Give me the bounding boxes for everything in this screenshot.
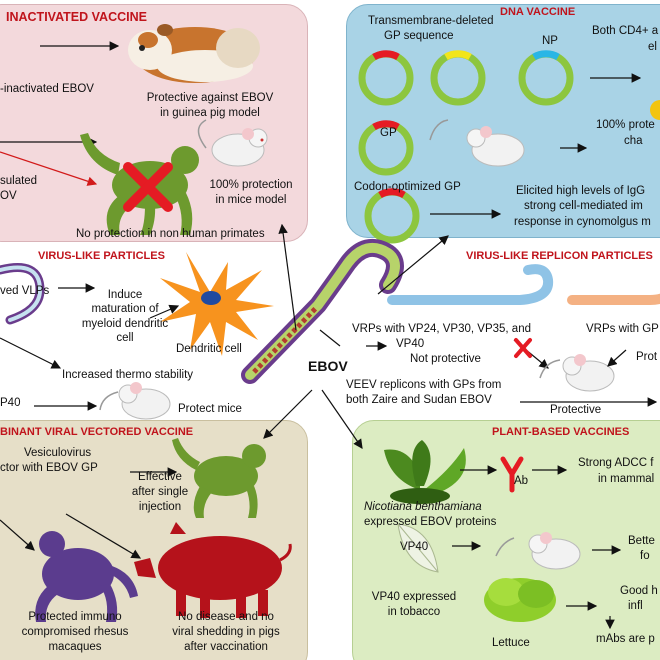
codon-optimized-label: Codon-optimized GP (354, 181, 461, 193)
encapsulated-label-1: sulated (0, 175, 38, 187)
nicotiana-plant-icon (384, 440, 466, 504)
protective-label: Protective (550, 404, 602, 416)
np-label: NP (542, 35, 558, 47)
dna-result-3a: Elicited high levels of IgG (516, 185, 646, 197)
tobacco-line1: VP40 expressed (371, 591, 457, 603)
dna-result-2a: 100% prote (596, 119, 655, 131)
vp40-label: P40 (0, 397, 21, 409)
dna-result-2b: cha (624, 135, 643, 147)
guinea-pig-result-line1: Protective against EBOV (146, 92, 274, 104)
dna-result-3b: strong cell-mediated im (524, 200, 643, 212)
encapsulated-label-2: OV (0, 190, 17, 202)
effective-line2: after single (131, 486, 189, 498)
thermo-stability-label: Increased thermo stability (62, 369, 194, 381)
antibody-icon (500, 456, 524, 493)
ebov-label: EBOV (308, 358, 348, 374)
not-protective-label: Not protective (410, 353, 481, 365)
leaf-vp40-label: VP40 (400, 541, 429, 553)
guinea-pig-result-line2: in guinea pig model (160, 107, 260, 119)
vrp-title: VIRUS-LIKE REPLICON PARTICLES (466, 250, 653, 262)
dna-vaccine-panel (346, 4, 660, 238)
ebov-virion-icon (241, 238, 404, 384)
dna-result-1b: el (648, 41, 657, 53)
vlp-effect-line4: cell (116, 332, 134, 344)
dna-result-1a: Both CD4+ a (592, 25, 659, 37)
viral-vector-title: BINANT VIRAL VECTORED VACCINE (0, 426, 194, 438)
red-x-icon (514, 338, 532, 358)
better-line2: fo (640, 550, 650, 562)
good-line2: infl (628, 600, 643, 612)
tm-deleted-line2: GP sequence (384, 30, 454, 42)
plasmid-icon (358, 50, 574, 244)
pig-icon (134, 522, 292, 618)
adcc-line1: Strong ADCC f (578, 457, 654, 469)
dna-vaccine-title: DNA VACCINE (500, 6, 576, 18)
veev-line2: both Zaire and Sudan EBOV (346, 394, 492, 406)
macaque-result-line1: Protected immuno (28, 611, 122, 623)
adcc-line2: in mammal (598, 473, 655, 485)
effective-line1: Effective (138, 471, 182, 483)
tobacco-line2: in tobacco (387, 606, 441, 618)
guinea-pig-icon (128, 24, 260, 83)
mouse-icon (197, 119, 268, 167)
effective-line3: injection (138, 501, 182, 513)
vlp-effect-line2: maturation of (91, 303, 159, 315)
gp-label: GP (380, 127, 397, 139)
vrp-gp-result: Prot (636, 351, 658, 363)
protect-mice-label: Protect mice (178, 403, 242, 415)
vrp-particle-icon (387, 264, 660, 305)
mice-result-line1: 100% protection (209, 179, 293, 191)
green-monkey-icon (172, 438, 266, 518)
nicotiana-expressed-label: expressed EBOV proteins (364, 516, 497, 528)
mouse-icon (539, 354, 615, 392)
pig-result-line1: No disease and no (178, 611, 274, 623)
vsv-line1: Vesiculovirus (24, 447, 92, 459)
pig-result-line2: viral shedding in pigs (172, 626, 280, 638)
mouse-icon (495, 532, 581, 570)
vlp-effect-line1: Induce (107, 289, 143, 301)
macaque-result-line3: macaques (48, 641, 102, 653)
vrp-gp-label: VRPs with GP (586, 323, 659, 335)
lettuce-label: Lettuce (492, 637, 530, 649)
inactivated-vaccine-title: INACTIVATED VACCINE (6, 10, 147, 24)
tm-deleted-line1: Transmembrane-deleted (368, 15, 494, 27)
red-x-icon (123, 162, 173, 212)
nicotiana-label: Nicotiana benthamiana (364, 501, 482, 513)
vrp-set1-line1: VRPs with VP24, VP30, VP35, and (352, 323, 531, 335)
inactivated-ebov-label: -inactivated EBOV (0, 83, 94, 95)
macaque-result-line2: compromised rhesus (21, 626, 129, 638)
dna-result-3c: response in cynomolgus m (514, 216, 651, 228)
vlp-label: ved VLPs (0, 285, 50, 297)
pig-result-line3: after vaccination (184, 641, 268, 653)
mouse-icon (429, 119, 525, 167)
vlp-title: VIRUS-LIKE PARTICLES (38, 250, 165, 262)
mabs-label: mAbs are p (596, 633, 655, 645)
dendritic-cell-icon (160, 252, 274, 356)
nhp-result: No protection in non human primates (76, 228, 265, 240)
ab-label: Ab (514, 475, 529, 487)
dendritic-cell-label: Dendritic cell (176, 343, 242, 355)
good-line1: Good h (620, 585, 658, 597)
plant-vaccine-title: PLANT-BASED VACCINES (492, 426, 630, 438)
veev-line1: VEEV replicons with GPs from (346, 379, 502, 391)
better-line1: Bette (628, 535, 655, 547)
vlp-icon (0, 263, 45, 325)
rhesus-macaque-icon (35, 531, 138, 622)
vlp-effect-line3: myeloid dendritic (81, 318, 169, 330)
lettuce-icon (484, 578, 556, 622)
leaf-icon (397, 523, 439, 573)
vsv-line2: ctor with EBOV GP (0, 462, 98, 474)
vrp-set1-line2: VP40 (396, 338, 425, 350)
mouse-icon (99, 382, 171, 420)
mice-result-line2: in mice model (215, 194, 287, 206)
